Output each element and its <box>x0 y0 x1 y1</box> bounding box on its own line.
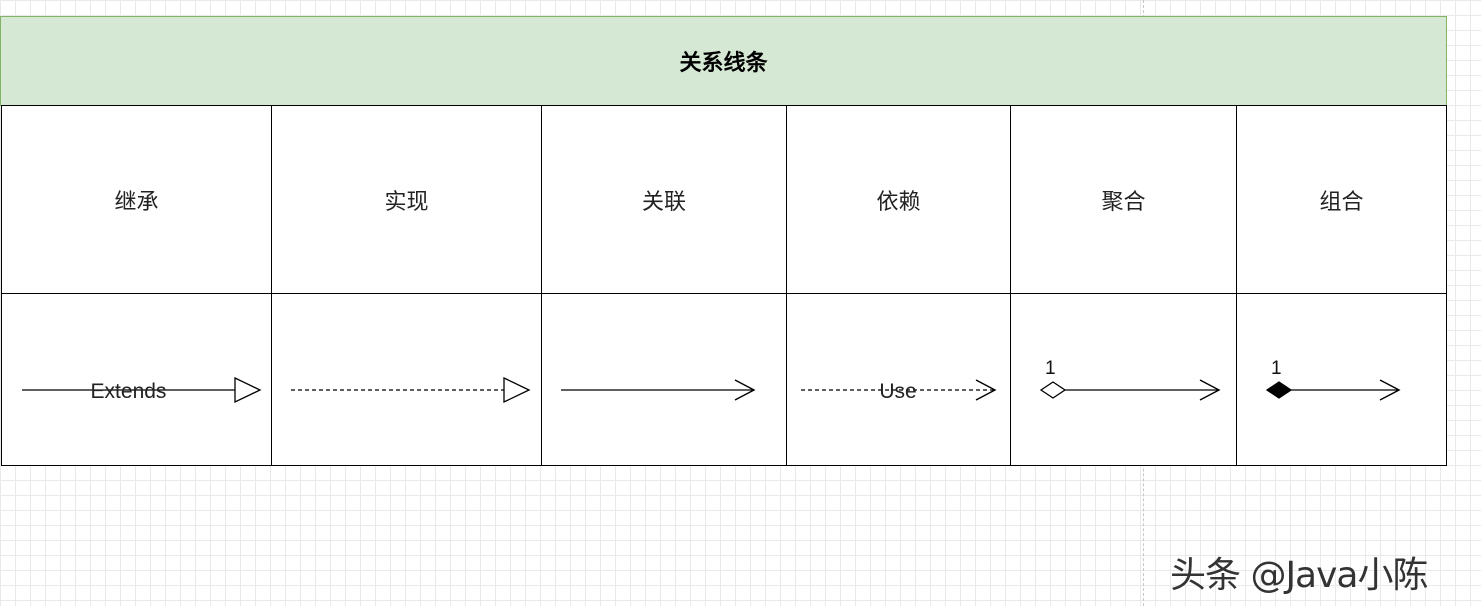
relation-line-inheritance[interactable]: Extends <box>1 293 272 466</box>
relation-line-association[interactable] <box>541 293 787 466</box>
watermark: 头条 @Java小陈 <box>1170 555 1428 596</box>
hollow-triangle-arrowhead-icon <box>234 376 262 404</box>
relation-name-composition[interactable]: 组合 <box>1236 105 1447 294</box>
relation-name-association[interactable]: 关联 <box>541 105 787 294</box>
relation-name-aggregation[interactable]: 聚合 <box>1010 105 1237 294</box>
relation-line-svg <box>561 379 756 401</box>
multiplicity-label: 1 <box>1045 358 1056 379</box>
relation-line-svg: Extends <box>22 376 262 404</box>
hollow-triangle-arrowhead-icon <box>503 376 531 404</box>
relation-label: Extends <box>91 380 167 403</box>
relation-label: Use <box>879 380 916 403</box>
relation-line-dependency[interactable]: Use <box>786 293 1011 466</box>
relation-line-aggregation[interactable]: 1 <box>1010 293 1237 466</box>
relation-lines-table: 关系线条 继承 实现 关联 依赖 聚合 组合 Extends Use 1 1 <box>0 16 1447 467</box>
multiplicity-label: 1 <box>1271 358 1282 379</box>
relation-name-realization[interactable]: 实现 <box>271 105 542 294</box>
relation-line-svg <box>291 376 531 404</box>
hollow-diamond-icon <box>1039 381 1067 399</box>
relation-line-realization[interactable] <box>271 293 542 466</box>
open-arrowhead-icon <box>975 379 997 401</box>
table-title[interactable]: 关系线条 <box>0 16 1447 106</box>
relation-line-svg: 1 <box>1265 358 1401 401</box>
relation-name-inheritance[interactable]: 继承 <box>1 105 272 294</box>
relation-line-svg: 1 <box>1039 358 1221 401</box>
relation-name-dependency[interactable]: 依赖 <box>786 105 1011 294</box>
relation-line-composition[interactable]: 1 <box>1236 293 1447 466</box>
relation-line-svg: Use <box>801 379 997 403</box>
filled-diamond-icon <box>1265 381 1293 399</box>
